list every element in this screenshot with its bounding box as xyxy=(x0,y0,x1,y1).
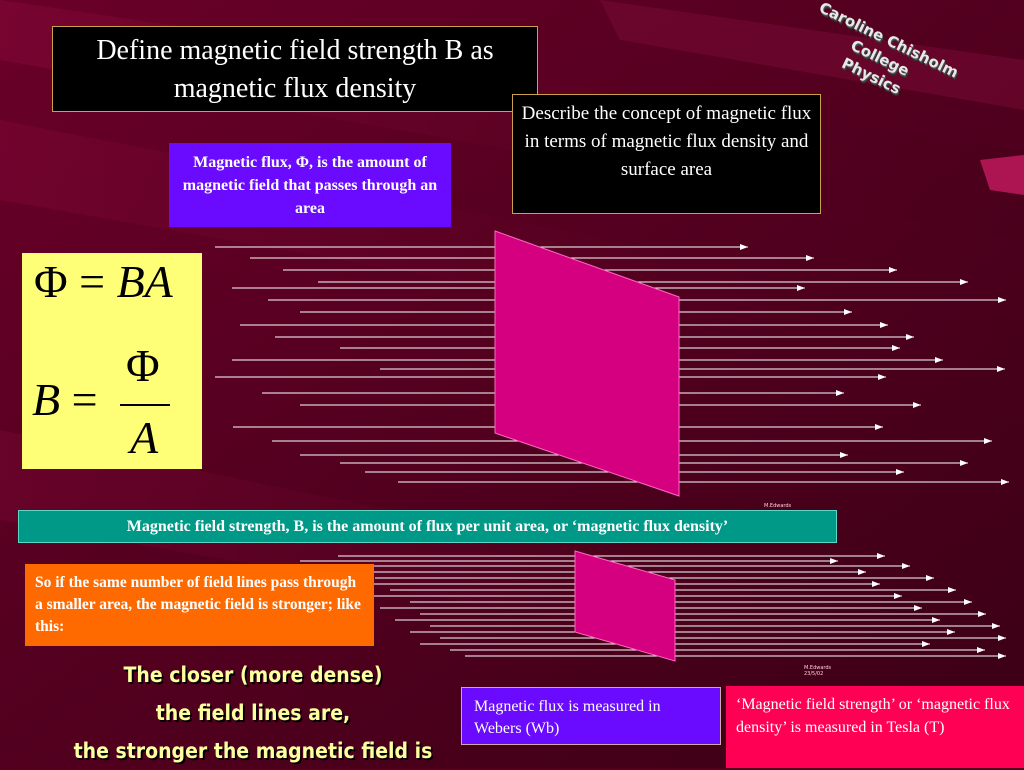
equals-sign: = xyxy=(79,256,106,307)
author-credit: M.Edwards xyxy=(764,503,792,509)
formula-box: Φ = BA B = Φ A xyxy=(22,253,202,469)
closer-line-3: the stronger the magnetic field is xyxy=(73,739,433,763)
fraction-denominator: A xyxy=(130,412,159,463)
flux-definition-text: Magnetic flux, Φ, is the amount of magne… xyxy=(182,154,438,217)
same-lines-text: So if the same number of field lines pas… xyxy=(35,574,361,635)
fraction-numerator: Φ xyxy=(126,340,160,391)
tesla-unit-text: ‘Magnetic field strength’ or ‘magnetic f… xyxy=(736,696,1010,736)
field-lines-large-front xyxy=(680,246,1001,483)
author-credit-2: M.Edwards 23/5/02 xyxy=(804,665,832,677)
b-formula-lhs: B = xyxy=(32,373,98,426)
fraction-bar xyxy=(120,404,170,406)
same-lines-box: So if the same number of field lines pas… xyxy=(25,564,374,646)
weber-unit-box: Magnetic flux is measured in Webers (Wb) xyxy=(461,687,721,745)
flux-definition-box: Magnetic flux, Φ, is the amount of magne… xyxy=(169,143,451,227)
slide-title-text: Define magnetic field strength B as magn… xyxy=(96,35,494,104)
describe-outcome-box: Describe the concept of magnetic flux in… xyxy=(512,94,821,214)
phi-symbol: Φ xyxy=(34,256,68,307)
field-lines-dense-front xyxy=(676,555,998,657)
ba-term: BA xyxy=(116,256,173,307)
describe-outcome-text: Describe the concept of magnetic flux in… xyxy=(521,103,812,180)
field-strength-definition-box: Magnetic field strength, B, is the amoun… xyxy=(18,510,837,543)
closer-line-2: the field lines are, xyxy=(155,701,351,725)
closer-lines-caption: The closer (more dense) the field lines … xyxy=(60,656,447,770)
slide-title: Define magnetic field strength B as magn… xyxy=(52,26,538,112)
equals-sign-2: = xyxy=(71,374,98,425)
surface-plane-small xyxy=(574,550,676,662)
flux-formula: Φ = BA xyxy=(34,255,173,308)
field-strength-definition-text: Magnetic field strength, B, is the amoun… xyxy=(126,518,729,535)
b-symbol: B xyxy=(32,374,61,425)
surface-plane-large xyxy=(494,230,680,497)
tesla-unit-box: ‘Magnetic field strength’ or ‘magnetic f… xyxy=(726,686,1024,768)
closer-line-1: The closer (more dense) xyxy=(123,663,383,687)
weber-unit-text: Magnetic flux is measured in Webers (Wb) xyxy=(474,698,661,737)
